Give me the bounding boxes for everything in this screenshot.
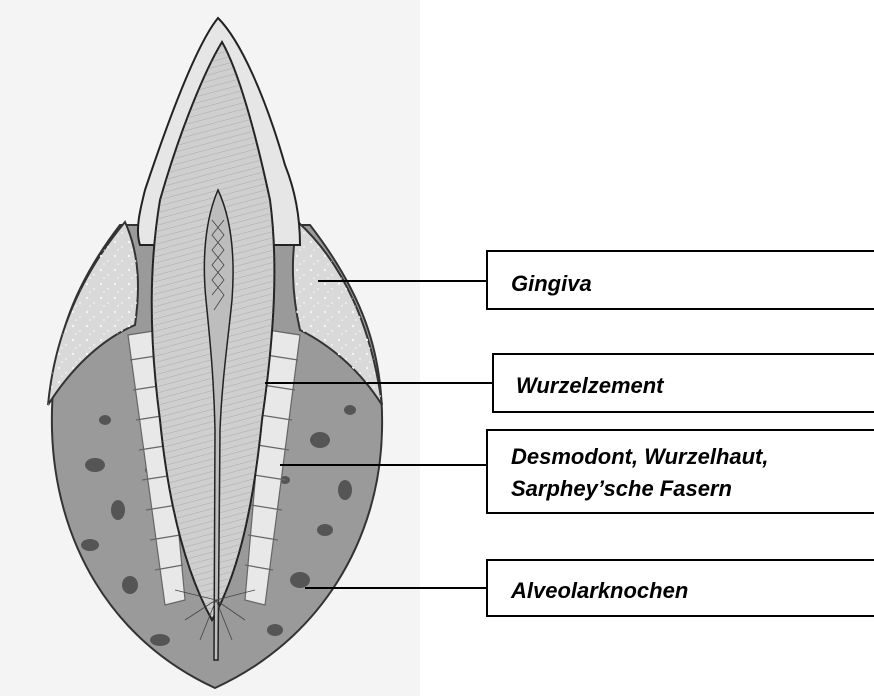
label-desmodont-line2: Sarphey’sche Fasern	[511, 476, 732, 501]
label-alveolarknochen: Alveolarknochen	[510, 578, 688, 603]
label-gingiva: Gingiva	[511, 271, 592, 296]
label-boxes	[487, 251, 874, 616]
label-desmodont-line1: Desmodont, Wurzelhaut,	[511, 444, 769, 469]
label-wurzelzement: Wurzelzement	[516, 373, 665, 398]
